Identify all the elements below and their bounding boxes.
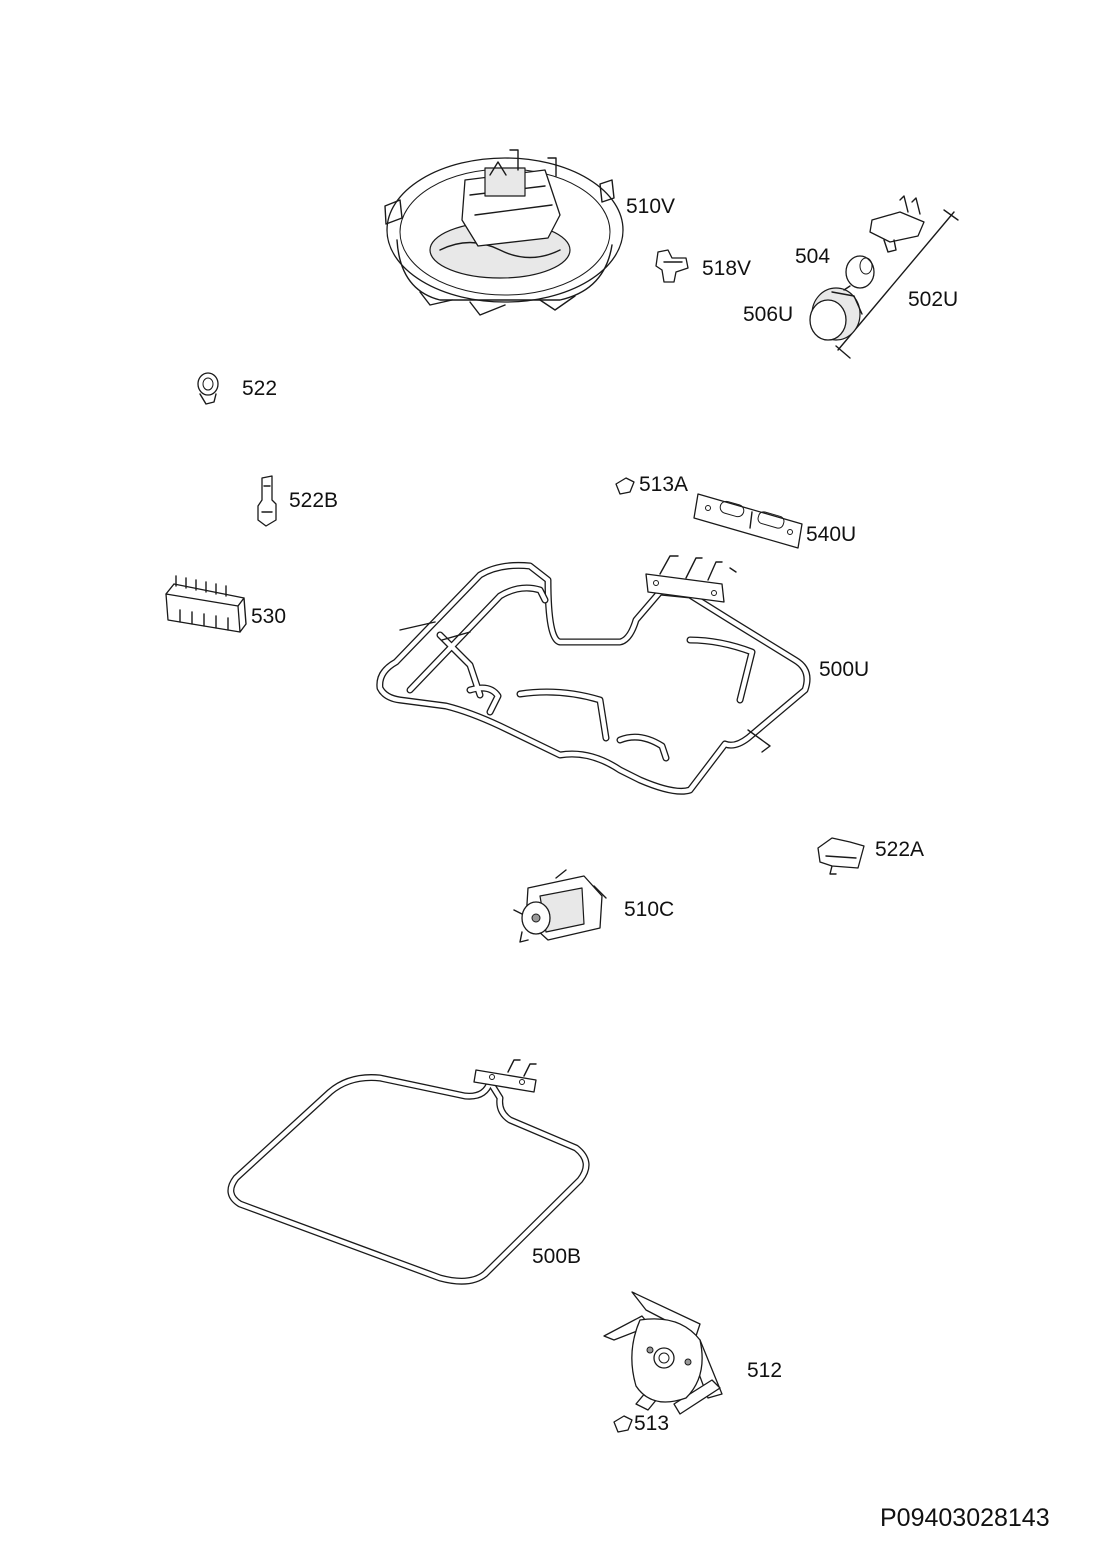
part-513A-nut[interactable] bbox=[615, 477, 635, 495]
label-540U: 540U bbox=[806, 523, 856, 546]
part-530-terminal-block[interactable] bbox=[165, 575, 247, 633]
label-513A: 513A bbox=[639, 473, 688, 496]
label-530: 530 bbox=[251, 605, 286, 628]
label-500U: 500U bbox=[819, 658, 869, 681]
drawing-code: P09403028143 bbox=[880, 1504, 1050, 1532]
label-502U: 502U bbox=[908, 288, 958, 311]
label-510V: 510V bbox=[626, 195, 675, 218]
part-518V-clip[interactable] bbox=[655, 249, 689, 283]
part-522-clip[interactable] bbox=[197, 372, 219, 405]
part-513-nut[interactable] bbox=[613, 1415, 633, 1433]
part-510V-fan-motor-assembly[interactable] bbox=[384, 149, 624, 316]
part-500B-bottom-heating-element[interactable] bbox=[227, 1059, 590, 1285]
label-510C: 510C bbox=[624, 898, 674, 921]
part-504-lamp-bulb[interactable] bbox=[845, 255, 875, 289]
part-lamp-holder[interactable] bbox=[869, 195, 925, 253]
label-504: 504 bbox=[795, 245, 830, 268]
part-540U-gasket[interactable] bbox=[693, 493, 803, 549]
part-522B-bracket[interactable] bbox=[257, 475, 277, 527]
part-506U-lamp-cover[interactable] bbox=[809, 285, 863, 341]
label-518V: 518V bbox=[702, 257, 751, 280]
label-506U: 506U bbox=[743, 303, 793, 326]
label-513: 513 bbox=[634, 1412, 669, 1435]
part-510C-convection-motor[interactable] bbox=[513, 869, 607, 943]
label-522: 522 bbox=[242, 377, 277, 400]
part-512-fan-blade[interactable] bbox=[603, 1291, 723, 1415]
label-522A: 522A bbox=[875, 838, 924, 861]
part-500U-grill-heating-element[interactable] bbox=[376, 555, 811, 795]
label-522B: 522B bbox=[289, 489, 338, 512]
label-512: 512 bbox=[747, 1359, 782, 1382]
part-522A-bracket[interactable] bbox=[817, 837, 865, 875]
label-500B: 500B bbox=[532, 1245, 581, 1268]
